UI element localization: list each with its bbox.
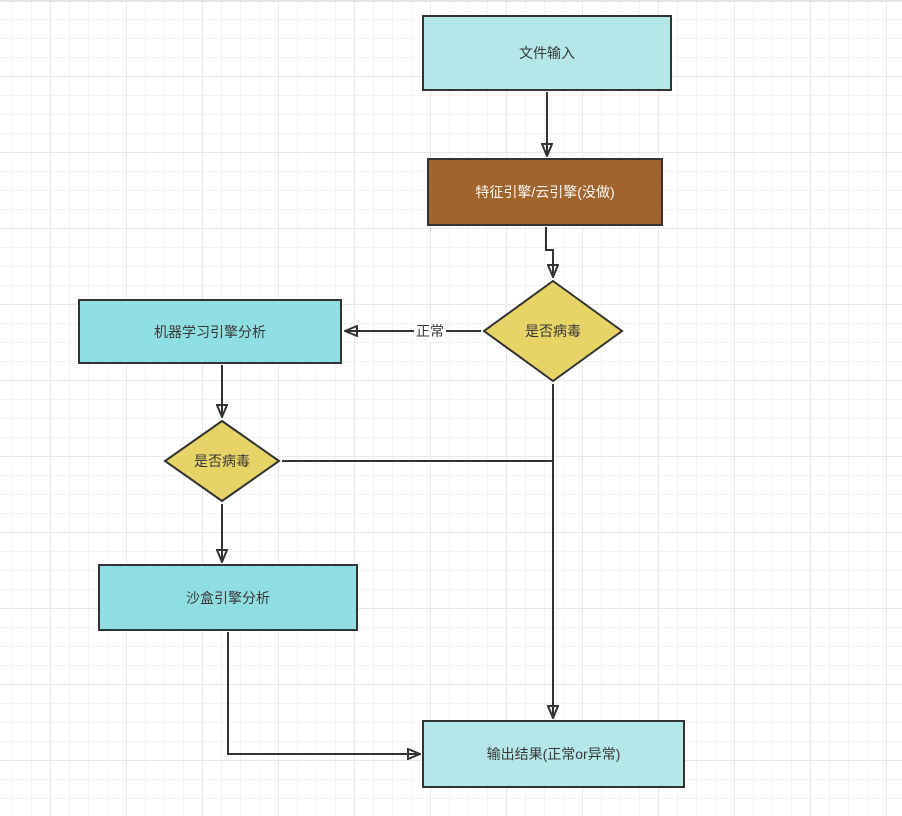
node-ml-engine-label: 机器学习引擎分析 [154,323,266,340]
node-file-input-label: 文件输入 [519,45,575,61]
edge-featureengine-to-viruscheck1[interactable] [545,227,553,277]
node-feature-engine-label: 特征引擎/云引擎(没做) [475,184,615,200]
diamond-shape [163,419,281,503]
edge-label-normal[interactable]: 正常 [414,321,446,341]
node-feature-engine[interactable]: 特征引擎/云引擎(没做) [427,158,663,226]
node-output-result[interactable]: 输出结果(正常or异常) [422,720,685,788]
node-file-input[interactable]: 文件输入 [422,15,672,91]
node-virus-check-2-label: 是否病毒 [194,453,250,469]
diamond-shape [482,279,624,383]
node-ml-engine[interactable]: 机器学习引擎分析 [78,299,342,364]
window-top-edge [0,0,902,2]
node-output-result-label: 输出结果(正常or异常) [486,746,621,762]
node-sandbox-engine[interactable]: 沙盒引擎分析 [98,564,358,631]
node-virus-check-1-label: 是否病毒 [525,323,581,339]
node-virus-check-1[interactable]: 是否病毒 [482,279,624,383]
node-virus-check-2[interactable]: 是否病毒 [163,419,281,503]
edge-sandbox-to-output[interactable] [227,632,420,754]
node-sandbox-engine-label: 沙盒引擎分析 [186,589,270,606]
